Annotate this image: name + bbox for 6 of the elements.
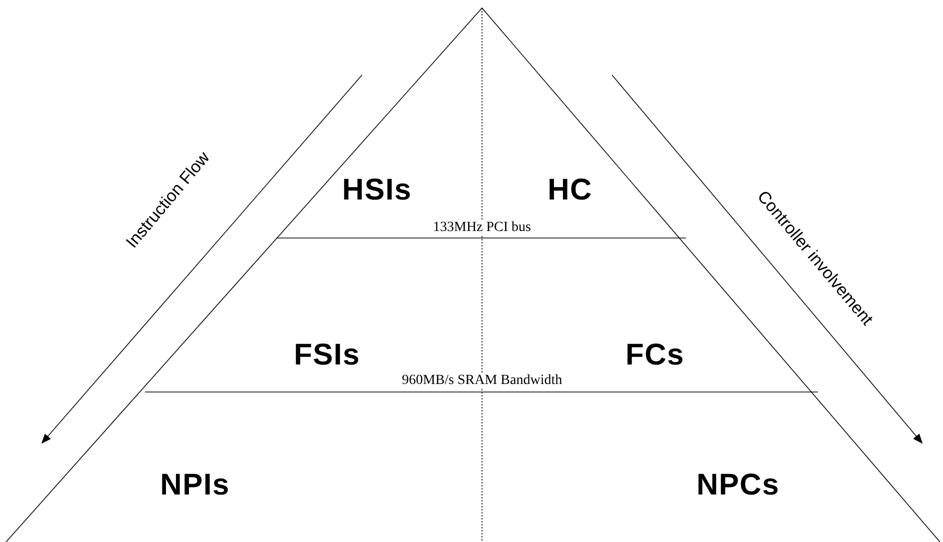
region-label: NPCs [696, 468, 780, 504]
region-label: FSIs [294, 338, 360, 374]
region-label: HC [548, 172, 592, 208]
region-label: HSIs [342, 172, 412, 208]
region-label: FCs [626, 338, 684, 374]
region-label: NPIs [160, 468, 230, 504]
